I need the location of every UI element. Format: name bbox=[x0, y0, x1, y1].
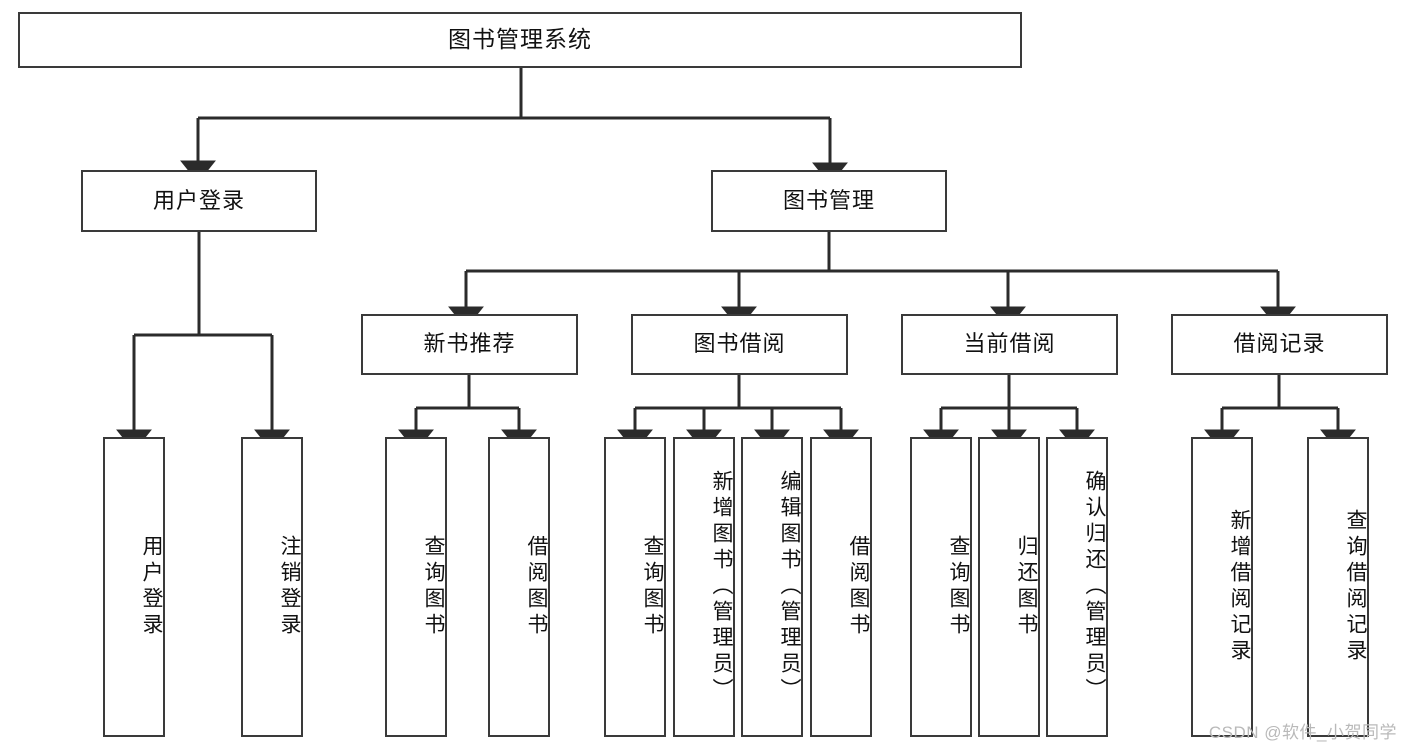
leaf-logout-login[interactable]: 注销登录 bbox=[241, 437, 303, 737]
node-label: 借阅记录 bbox=[1233, 331, 1326, 357]
node-root-system[interactable]: 图书管理系统 bbox=[18, 12, 1022, 68]
leaf-query-borrow-record[interactable]: 查询借阅记录 bbox=[1307, 437, 1369, 737]
leaf-confirm-return-admin[interactable]: 确认归还（管理员） bbox=[1046, 437, 1108, 737]
node-label: 图书借阅 bbox=[693, 331, 786, 357]
leaf-borrow-book-recommend[interactable]: 借阅图书 bbox=[488, 437, 550, 737]
leaf-borrow-book-borrow[interactable]: 借阅图书 bbox=[810, 437, 872, 737]
leaf-edit-book-admin[interactable]: 编辑图书（管理员） bbox=[741, 437, 803, 737]
leaf-return-book[interactable]: 归还图书 bbox=[978, 437, 1040, 737]
leaf-user-login[interactable]: 用户登录 bbox=[103, 437, 165, 737]
leaf-query-book-recommend[interactable]: 查询图书 bbox=[385, 437, 447, 737]
leaf-add-borrow-record[interactable]: 新增借阅记录 bbox=[1191, 437, 1253, 737]
node-label: 确认归还（管理员） bbox=[1083, 470, 1106, 704]
leaf-query-book-current[interactable]: 查询图书 bbox=[910, 437, 972, 737]
node-book-borrow[interactable]: 图书借阅 bbox=[631, 314, 848, 375]
node-label: 图书管理 bbox=[782, 187, 875, 213]
node-borrow-record[interactable]: 借阅记录 bbox=[1171, 314, 1388, 375]
node-label: 编辑图书（管理员） bbox=[778, 470, 801, 704]
node-label: 借阅图书 bbox=[525, 535, 548, 639]
node-label: 当前借阅 bbox=[963, 331, 1056, 357]
node-label: 图书管理系统 bbox=[448, 26, 592, 53]
node-label: 新增借阅记录 bbox=[1228, 509, 1251, 665]
node-label: 借阅图书 bbox=[847, 535, 870, 639]
node-label: 归还图书 bbox=[1015, 535, 1038, 639]
node-label: 注销登录 bbox=[278, 535, 301, 639]
leaf-add-book-admin[interactable]: 新增图书（管理员） bbox=[673, 437, 735, 737]
node-current-borrow[interactable]: 当前借阅 bbox=[901, 314, 1118, 375]
node-label: 查询图书 bbox=[947, 535, 970, 639]
node-label: 查询图书 bbox=[641, 535, 664, 639]
node-label: 用户登录 bbox=[140, 535, 163, 639]
node-label: 新书推荐 bbox=[423, 331, 516, 357]
node-label: 查询借阅记录 bbox=[1344, 509, 1367, 665]
csdn-watermark: CSDN @软件_小贺同学 bbox=[1208, 723, 1397, 742]
node-user-login[interactable]: 用户登录 bbox=[81, 170, 317, 232]
node-label: 用户登录 bbox=[152, 187, 245, 213]
node-new-book-recommend[interactable]: 新书推荐 bbox=[361, 314, 578, 375]
node-book-management[interactable]: 图书管理 bbox=[711, 170, 947, 232]
node-label: 查询图书 bbox=[422, 535, 445, 639]
node-label: 新增图书（管理员） bbox=[710, 470, 733, 704]
leaf-query-book-borrow[interactable]: 查询图书 bbox=[604, 437, 666, 737]
